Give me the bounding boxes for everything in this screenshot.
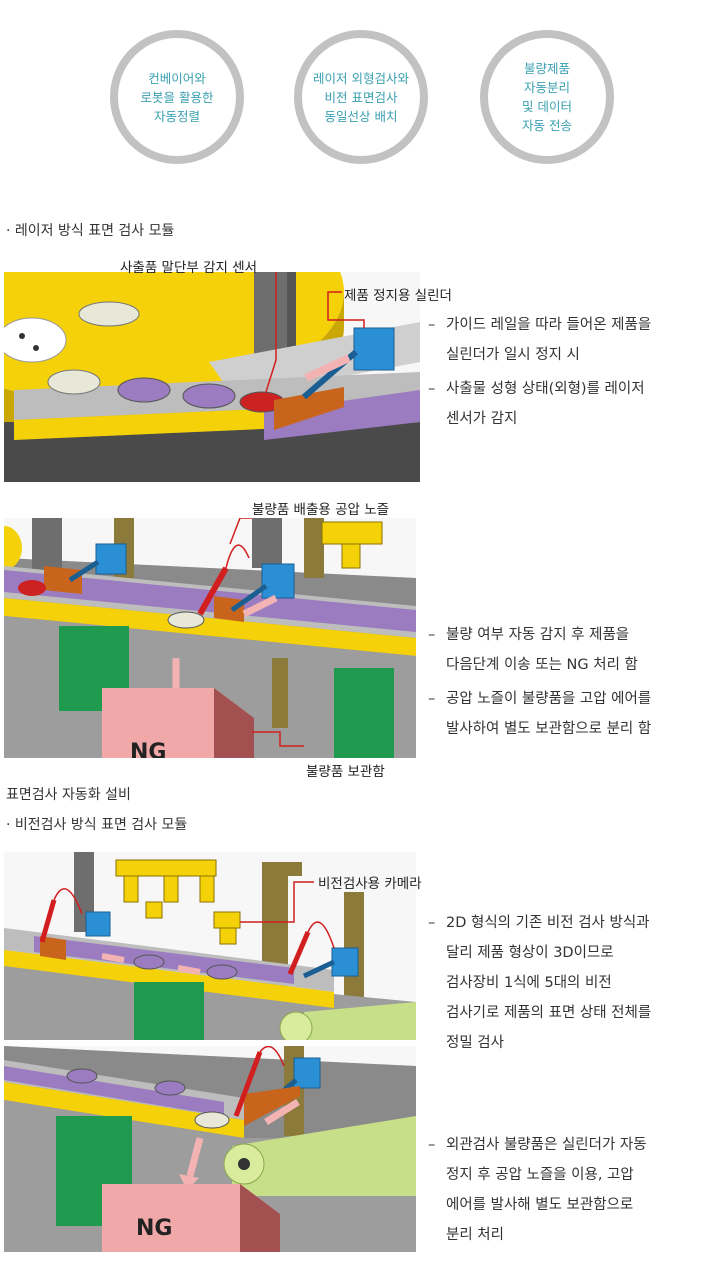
feature-circle-separation: 불량제품 자동분리 및 데이터 자동 전송 xyxy=(480,30,614,164)
circle-line: 불량제품 xyxy=(523,61,570,76)
vision-bullets-top: – 2D 형식의 기존 비전 검사 방식과 달리 제품 형상이 3D이므로 검사… xyxy=(428,908,718,1062)
bullet-dash: – xyxy=(428,627,436,643)
circle-line: 자동정렬 xyxy=(153,108,200,124)
bullet-line: 센서가 감지 xyxy=(446,411,518,427)
bullet-line: 정지 후 공압 노즐을 이용, 고압 xyxy=(446,1167,634,1183)
bullet-item: – 외관검사 불량품은 실린더가 자동 정지 후 공압 노즐을 이용, 고압 에… xyxy=(428,1130,718,1250)
circle-line: 로봇을 활용한 xyxy=(140,89,214,105)
vision-section-title: · 비전검사 방식 표면 검사 모듈 xyxy=(6,817,188,833)
circle-line: 자동 전송 xyxy=(522,118,572,133)
vision-bullets-bottom: – 외관검사 불량품은 실린더가 자동 정지 후 공압 노즐을 이용, 고압 에… xyxy=(428,1130,718,1254)
laser-illustration-bottom: NG xyxy=(4,518,416,758)
bullet-line: 외관검사 불량품은 실린더가 자동 xyxy=(446,1137,647,1153)
figure-caption: 표면검사 자동화 설비 xyxy=(6,787,131,803)
circle-line: 자동분리 xyxy=(523,80,570,95)
bullet-line: 발사하여 별도 보관함으로 분리 함 xyxy=(446,721,652,737)
circle-line: 비전 표면검사 xyxy=(324,89,398,105)
bullet-dash: – xyxy=(428,381,436,397)
bullet-dash: – xyxy=(428,691,436,707)
bullet-line: 사출물 성형 상태(외형)를 레이저 xyxy=(446,381,645,397)
circle-line: 동일선상 배치 xyxy=(324,108,398,124)
circle-line: 컨베이어와 xyxy=(148,70,206,86)
bullet-line: 공압 노즐이 불량품을 고압 에어를 xyxy=(446,691,652,707)
bullet-dash: – xyxy=(428,1137,436,1153)
bullet-line: 에어를 발사해 별도 보관함으로 xyxy=(446,1197,634,1213)
callout-nozzle: 불량품 배출용 공압 노즐 xyxy=(252,502,390,518)
laser-illustration-top xyxy=(4,272,420,482)
bullet-line: 검사기로 제품의 표면 상태 전체를 xyxy=(446,1005,652,1021)
callout-camera: 비전검사용 카메라 xyxy=(318,876,422,892)
callout-sensor: 사출품 말단부 감지 센서 xyxy=(120,260,258,276)
circle-line: 및 데이터 xyxy=(522,99,572,114)
bullet-line: 달리 제품 형상이 3D이므로 xyxy=(446,945,614,961)
bullet-line: 다음단계 이송 또는 NG 처리 함 xyxy=(446,657,638,673)
bullet-line: 가이드 레일을 따라 들어온 제품을 xyxy=(446,317,652,333)
callout-bin: 불량품 보관함 xyxy=(306,764,385,780)
ng-label: NG xyxy=(136,1216,173,1241)
bullet-line: 2D 형식의 기존 비전 검사 방식과 xyxy=(446,915,650,931)
bullet-line: 불량 여부 자동 감지 후 제품을 xyxy=(446,627,630,643)
vision-illustration-top xyxy=(4,852,416,1040)
ng-label: NG xyxy=(130,740,167,758)
feature-circle-inspection: 레이저 외형검사와 비전 표면검사 동일선상 배치 xyxy=(294,30,428,164)
laser-section-title: · 레이저 방식 표면 검사 모듈 xyxy=(6,223,175,239)
bullet-line: 분리 처리 xyxy=(446,1227,504,1243)
bullet-dash: – xyxy=(428,915,436,931)
callout-cylinder: 제품 정지용 실린더 xyxy=(344,288,452,304)
bullet-item: – 2D 형식의 기존 비전 검사 방식과 달리 제품 형상이 3D이므로 검사… xyxy=(428,908,718,1058)
bullet-line: 실린더가 일시 정지 시 xyxy=(446,347,580,363)
bullet-line: 정밀 검사 xyxy=(446,1035,504,1051)
bullet-line: 검사장비 1식에 5대의 비전 xyxy=(446,975,612,991)
bullet-dash: – xyxy=(428,317,436,333)
circle-line: 레이저 외형검사와 xyxy=(313,70,409,86)
vision-illustration-bottom: NG xyxy=(4,1046,416,1252)
feature-circle-sorting: 컨베이어와 로봇을 활용한 자동정렬 xyxy=(110,30,244,164)
